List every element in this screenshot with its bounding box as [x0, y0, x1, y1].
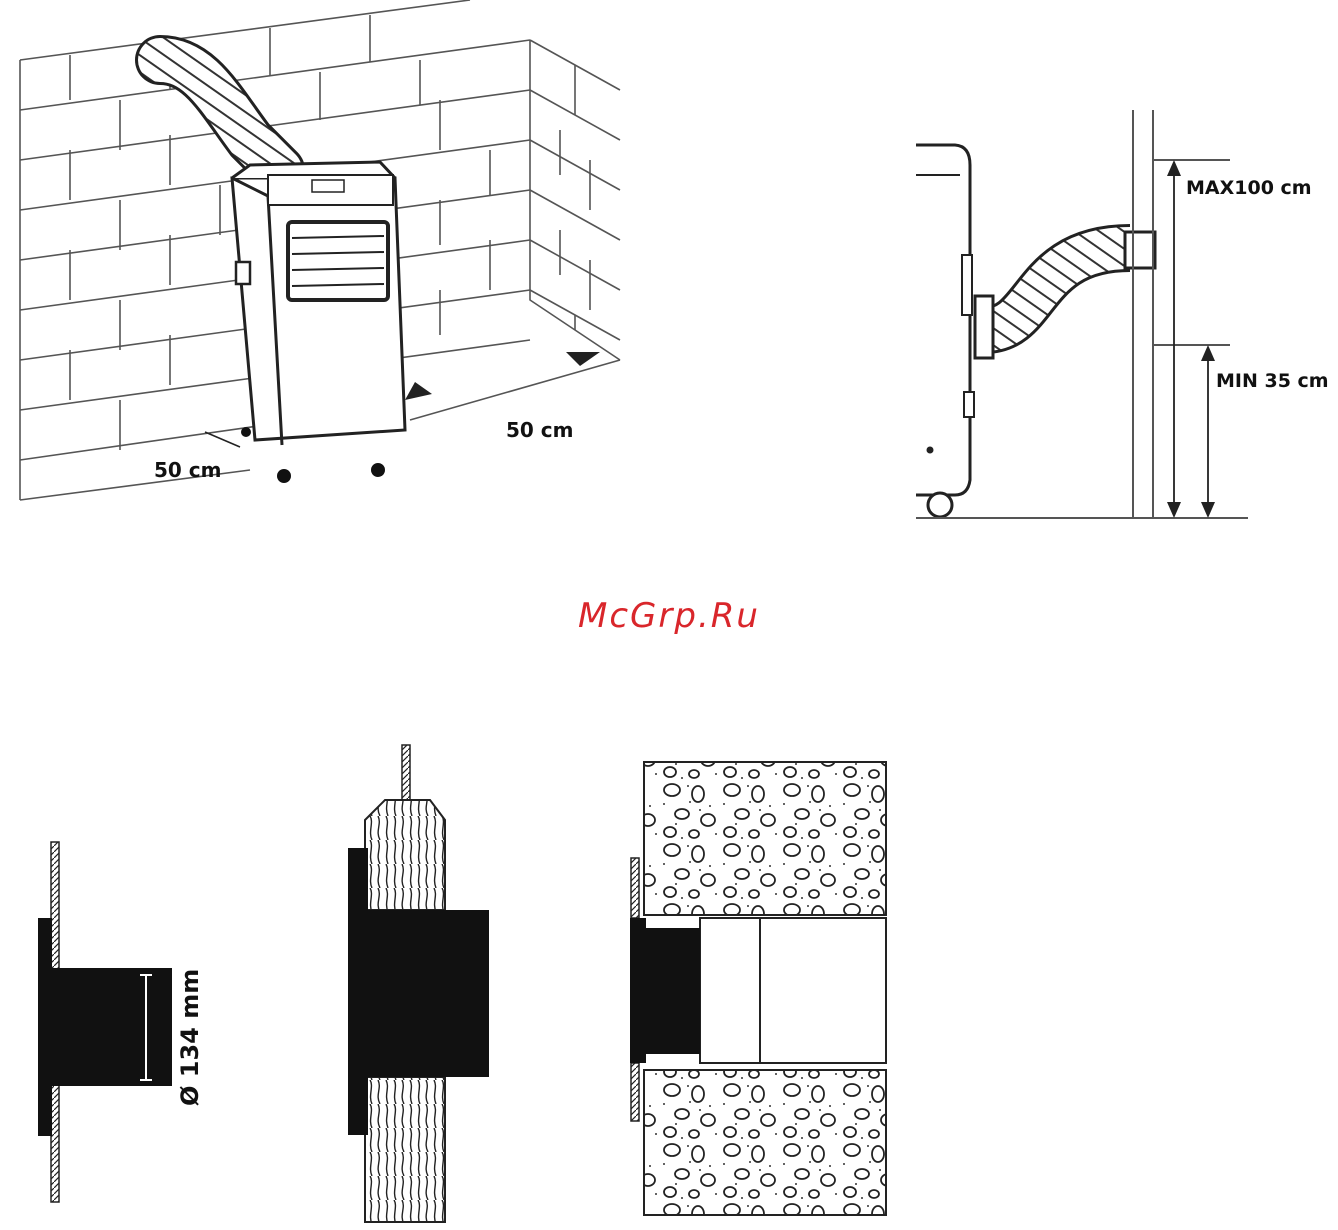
side-view-unit — [916, 145, 974, 517]
wood-duct — [366, 910, 489, 1077]
dimension-max — [1167, 160, 1181, 518]
figure-concrete-wall — [630, 762, 886, 1215]
wood-block-top — [365, 800, 445, 910]
figure-clearance: 50 cm 50 cm — [20, 0, 620, 500]
concrete-bottom — [644, 1070, 886, 1215]
adapter-flange — [38, 918, 52, 1136]
concrete-duct — [644, 928, 700, 1054]
label-min-height: MIN 35 cm — [1216, 370, 1329, 392]
air-conditioner-unit — [232, 162, 405, 483]
concrete-strip-bottom — [631, 1063, 639, 1121]
wood-block-bottom — [365, 1077, 445, 1222]
arrow-head-back-front — [405, 382, 432, 400]
figure-adapter-plate: Ø 134 mm — [38, 842, 204, 1202]
concrete-sleeve — [700, 918, 886, 1063]
figure-hose-height: MAX100 cm MIN 35 cm — [916, 110, 1329, 518]
watermark: McGrp.Ru — [0, 596, 1338, 636]
concrete-flange — [630, 918, 646, 1063]
hose-side — [975, 232, 1155, 358]
wood-flange — [348, 848, 368, 1135]
adapter-body — [52, 968, 172, 1086]
label-side-clearance: 50 cm — [154, 458, 222, 482]
label-diameter: Ø 134 mm — [176, 969, 204, 1106]
concrete-strip-top — [631, 858, 639, 918]
brick-wall-right — [410, 40, 620, 420]
label-back-clearance: 50 cm — [506, 418, 574, 442]
arrow-head-back-rear — [566, 352, 600, 366]
figure-wood-wall — [348, 745, 489, 1222]
dimension-min — [1201, 345, 1215, 518]
label-max-height: MAX100 cm — [1186, 177, 1312, 199]
concrete-top — [644, 762, 886, 915]
arrow-side — [205, 432, 240, 447]
